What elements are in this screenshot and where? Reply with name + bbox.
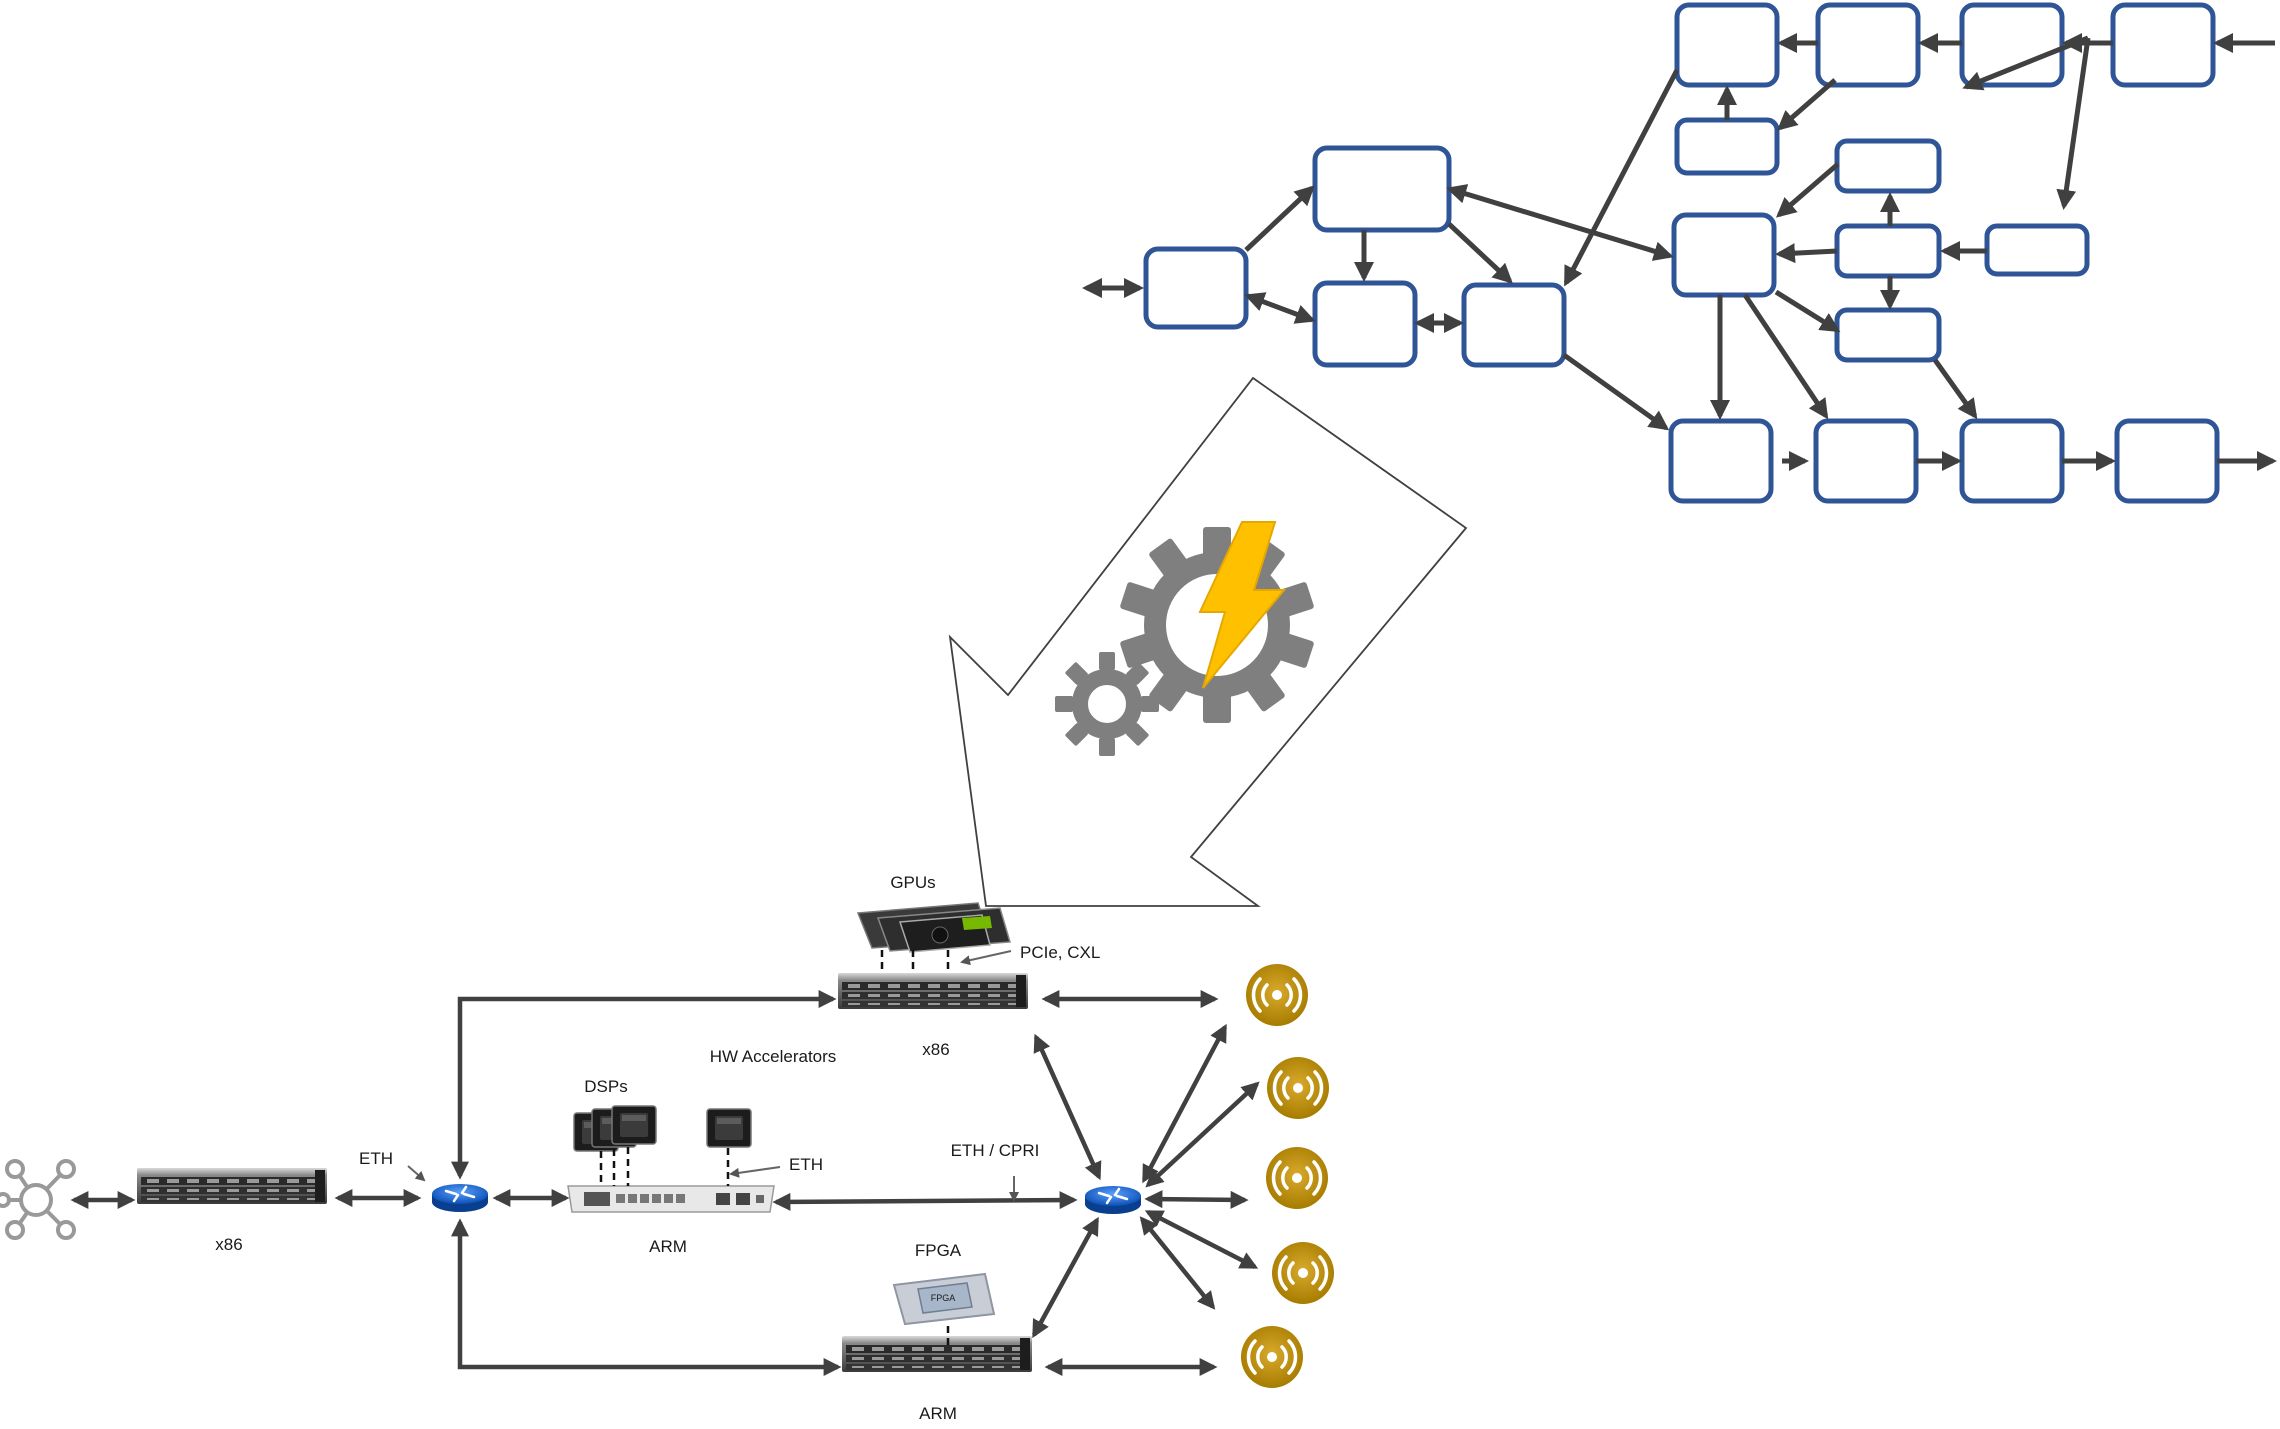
graph-node bbox=[1674, 2, 1780, 88]
large-gear-icon bbox=[1120, 527, 1314, 723]
arm-appliance-icon bbox=[567, 1185, 775, 1213]
graph-node bbox=[1671, 212, 1777, 298]
graph-node bbox=[1674, 117, 1780, 176]
workflow-edges bbox=[1082, 33, 2277, 471]
x86-left-server-label: x86 bbox=[215, 1235, 242, 1254]
eth-cpri-label: ETH / CPRI bbox=[951, 1141, 1040, 1160]
graph-node bbox=[1834, 307, 1942, 363]
fpga-chip-label: FPGA bbox=[931, 1293, 956, 1303]
eth-left-label: ETH bbox=[359, 1149, 393, 1168]
hub-network-icon bbox=[0, 1159, 76, 1240]
dsps-label: DSPs bbox=[584, 1077, 627, 1096]
graph-node bbox=[1312, 145, 1452, 233]
small-gear-icon bbox=[1055, 652, 1159, 756]
gpu-cards-icon bbox=[856, 902, 1011, 953]
pcie-cxl-label: PCIe, CXL bbox=[1020, 943, 1100, 962]
arm-bottom-label: ARM bbox=[919, 1404, 957, 1423]
graph-node bbox=[1143, 246, 1249, 330]
router-icon bbox=[430, 1182, 490, 1214]
network-links bbox=[70, 990, 1260, 1376]
rack-server-icon bbox=[838, 973, 1028, 1009]
x86-top-server-label: x86 bbox=[922, 1040, 949, 1059]
radio-antenna-icon bbox=[1244, 962, 1310, 1028]
graph-node bbox=[1815, 2, 1921, 88]
rack-server-icon bbox=[137, 1168, 327, 1204]
arm-mid-label: ARM bbox=[649, 1237, 687, 1256]
graph-node bbox=[1834, 138, 1942, 194]
graph-node bbox=[1813, 418, 1919, 504]
dsp-chip-icon bbox=[611, 1105, 657, 1145]
dsp-connectors bbox=[599, 1147, 730, 1186]
eth-mid-label: ETH bbox=[789, 1155, 823, 1174]
graph-node bbox=[1959, 418, 2065, 504]
graph-node bbox=[2110, 2, 2216, 88]
rack-server-icon bbox=[842, 1336, 1032, 1372]
graph-node bbox=[2114, 418, 2220, 504]
gpus-label: GPUs bbox=[890, 873, 935, 892]
radio-antenna-icon bbox=[1264, 1145, 1330, 1211]
hw-accelerators-label: HW Accelerators bbox=[710, 1047, 837, 1066]
router-icon bbox=[1083, 1184, 1143, 1216]
graph-node bbox=[1984, 223, 2090, 277]
graph-node bbox=[1959, 2, 2065, 88]
gear-lightning-icon bbox=[1055, 521, 1314, 756]
graph-node bbox=[1834, 223, 1942, 279]
fpga-chip-icon: FPGA bbox=[892, 1272, 996, 1326]
fpga-label: FPGA bbox=[915, 1241, 962, 1260]
radio-antenna-icon bbox=[1239, 1324, 1305, 1390]
accelerator-chip-icon bbox=[706, 1108, 752, 1148]
transform-arrow bbox=[948, 376, 1468, 907]
label-pointers bbox=[407, 950, 1019, 1202]
radio-antenna-icon bbox=[1270, 1240, 1336, 1306]
lightning-bolt-icon bbox=[1198, 521, 1287, 689]
gpu-connectors bbox=[880, 950, 950, 972]
graph-node bbox=[1461, 282, 1567, 368]
radio-antenna-icon bbox=[1265, 1055, 1331, 1121]
graph-node bbox=[1312, 280, 1418, 368]
graph-node bbox=[1668, 418, 1774, 504]
